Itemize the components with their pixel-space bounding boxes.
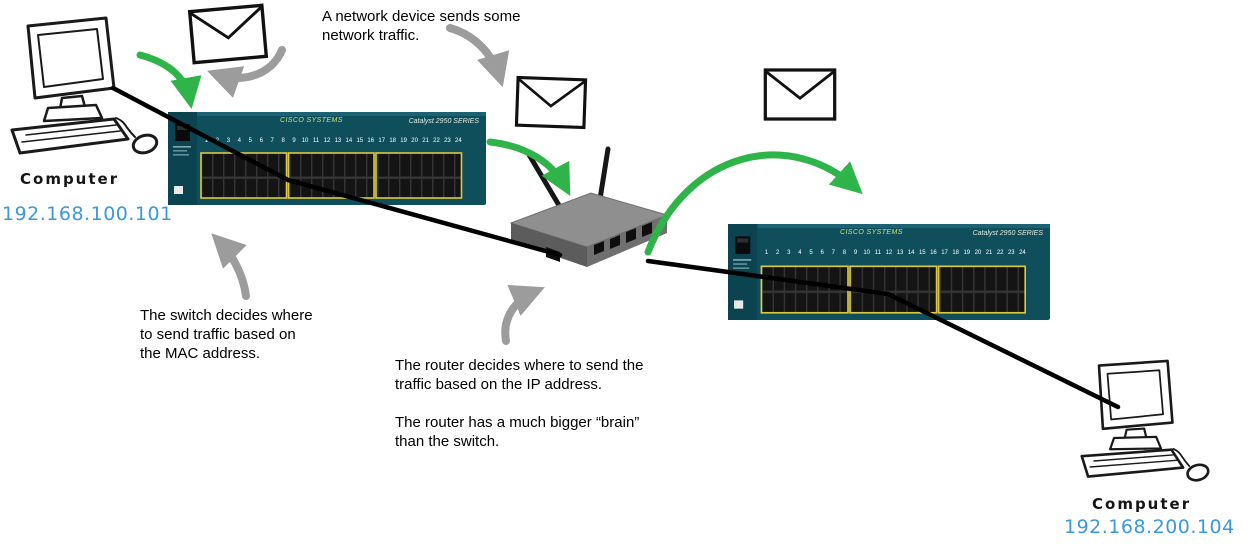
monitor-base	[1109, 435, 1163, 451]
mouse-icon	[1186, 463, 1210, 482]
envelope-icon-1	[187, 3, 270, 66]
computer-right-label: Computer	[1092, 495, 1192, 513]
note-switch-mac: The switch decides where to send traffic…	[140, 307, 313, 363]
computer-left-ip: 192.168.100.101	[2, 203, 173, 225]
switch-port-banks	[200, 152, 463, 199]
switch-model-label: Catalyst 2950 SERIES	[408, 118, 479, 125]
keyboard-keys-line	[25, 124, 117, 136]
gray-arrow-note-to-router	[501, 285, 545, 345]
router-antenna-left	[525, 150, 563, 210]
mouse-icon	[131, 133, 159, 155]
envelope-icon-3	[763, 66, 837, 123]
envelope-flap	[764, 70, 836, 100]
note-router-ip: The router decides where to send the tra…	[395, 357, 644, 451]
keyboard-keys-line	[21, 130, 121, 143]
keyboard-keys-line	[1089, 459, 1178, 468]
envelope-icon-2	[514, 73, 588, 132]
computer-left	[4, 14, 166, 164]
monitor-screen	[37, 28, 104, 88]
keyboard-keys-line	[1093, 454, 1174, 462]
envelope-flap	[189, 5, 263, 40]
router-antenna-right	[597, 146, 611, 202]
switch-top-edge	[168, 112, 486, 116]
note-network-traffic: A network device sends some network traf…	[322, 8, 521, 45]
switch-brand-label: CISCO SYSTEMS	[840, 229, 903, 236]
switch-led	[734, 300, 744, 309]
gray-arrow-note-to-switch1	[211, 233, 250, 300]
router-icon	[508, 143, 670, 285]
switch-brand-label: CISCO SYSTEMS	[280, 117, 343, 124]
switch-model-label: Catalyst 2950 SERIES	[972, 230, 1043, 237]
computer-right	[1074, 348, 1221, 498]
switch-led	[174, 186, 183, 194]
envelope-body	[763, 68, 837, 121]
switch-port-banks	[760, 265, 1027, 314]
switch-top-edge	[728, 224, 1050, 229]
mouse-cord	[1172, 447, 1191, 467]
monitor-base	[42, 103, 104, 123]
monitor-screen	[1106, 369, 1164, 421]
computer-left-label: Computer	[20, 170, 120, 188]
computer-right-ip: 192.168.200.104	[1064, 516, 1235, 538]
